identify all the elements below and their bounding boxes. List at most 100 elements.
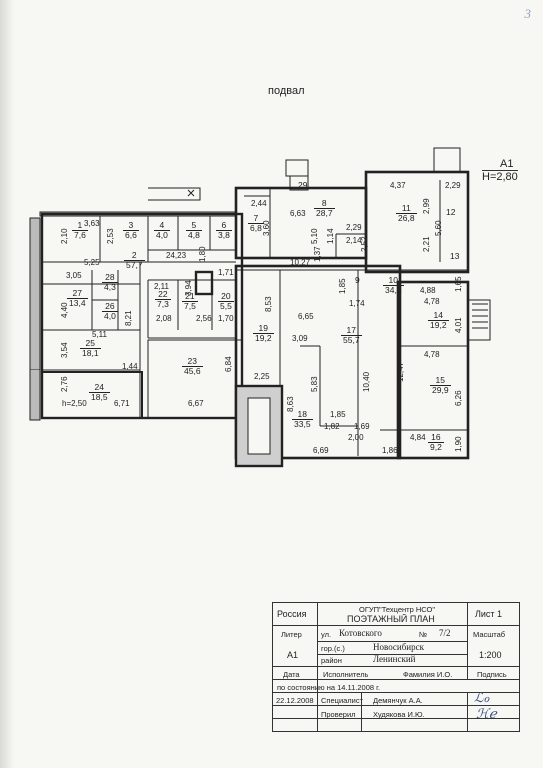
dim-label: 8,53 (264, 296, 273, 312)
stamp-street-value: Котовского (339, 628, 382, 638)
dim-label: 4,78 (424, 297, 440, 306)
dim-label: 2,21 (422, 236, 431, 252)
dim-label: 2,11 (154, 282, 169, 291)
stamp-executor-label: Исполнитель (323, 670, 369, 679)
page-edge-shadow (0, 0, 14, 768)
dim-label: 2,10 (60, 228, 69, 244)
liter-mark-height: Н=2,80 (482, 171, 518, 183)
dim-label: 2,76 (60, 376, 69, 392)
dim-label: 1,82 (324, 422, 340, 431)
stamp-number-label: № (419, 630, 428, 639)
stamp-city-label: гор.(с.) (321, 644, 345, 653)
stamp-number-value: 7/2 (439, 628, 451, 638)
east-block (396, 280, 470, 460)
dim-label: 1,69 (354, 422, 370, 431)
dim-label: 6,69 (313, 446, 329, 455)
stamp-document-title: ПОЭТАЖНЫЙ ПЛАН (347, 614, 435, 624)
dim-label: 2,52 (360, 236, 369, 252)
page-number: 3 (524, 6, 532, 21)
room-13-label: 13 (450, 251, 460, 261)
dim-label: 10,40 (362, 371, 371, 392)
west-wall (29, 217, 41, 371)
stamp-specialist-label: Специалист (321, 696, 364, 705)
stair-top-left (148, 187, 201, 201)
stamp-sheet: Лист 1 (475, 609, 503, 619)
central-block (234, 264, 402, 460)
dim-label: 5,60 (434, 220, 443, 236)
northeast-block (364, 170, 470, 274)
dim-label: 1,86 (382, 446, 398, 455)
dim-label: 2,25 (254, 372, 270, 381)
dim-label: 5,83 (310, 376, 319, 392)
dim-label: 5,11 (92, 330, 107, 339)
dim-label: 1,85 (338, 278, 347, 294)
dim-label: 24,23 (166, 251, 187, 260)
stamp-signature-label: Подпись (477, 670, 507, 679)
floor-plan-drawing (29, 147, 491, 468)
plan-title: подвал (268, 85, 305, 97)
dim-label: 2,14 (346, 236, 362, 245)
dim-label: 6,71 (114, 399, 130, 408)
dim-label: 2,29 (445, 181, 461, 190)
title-block: Россия ОГУП"Техцентр НСО" ПОЭТАЖНЫЙ ПЛАН… (272, 602, 520, 732)
dim-label: 3,63 (84, 219, 100, 228)
dim-label: 2,53 (106, 228, 115, 244)
dim-label: 4,40 (60, 302, 69, 318)
room-12-label: 12 (446, 207, 456, 217)
stamp-district-label: район (321, 656, 342, 665)
dim-label: 1,90 (454, 436, 463, 452)
liter-mark-liter: А1 (482, 158, 518, 171)
dim-label: 3,54 (60, 342, 69, 358)
stamp-liter-label: Литер (281, 630, 302, 639)
dim-label: 3,60 (262, 220, 271, 236)
dim-label: 4,88 (420, 286, 436, 295)
stamp-checked-label: Проверил (321, 710, 356, 719)
dim-label: 6,65 (298, 312, 314, 321)
stamp-street-label: ул. (321, 630, 332, 639)
dim-label: 5,10 (310, 228, 319, 244)
checker-signature: ℋℯ (476, 706, 497, 721)
dim-label: 2,00 (348, 433, 364, 442)
dim-label: 8,63 (286, 396, 295, 412)
stamp-city-value: Новосибирск (373, 642, 424, 652)
dim-label: 1,70 (218, 314, 234, 323)
dim-label: 6,26 (454, 390, 463, 406)
dim-label: 1,44 (122, 362, 138, 371)
dim-label: 12,47 (396, 361, 405, 382)
dim-label: 2,29 (346, 223, 362, 232)
stamp-name-label: Фамилия И.О. (403, 670, 453, 679)
stamp-scale-value: 1:200 (479, 650, 502, 660)
dim-label: 2,08 (156, 314, 172, 323)
dim-label: 4,84 (410, 433, 426, 442)
stamp-checked-name: Худякова И.Ю. (373, 710, 425, 719)
dim-label: 1,74 (349, 299, 365, 308)
liter-mark: А1 Н=2,80 (482, 158, 518, 183)
stamp-organization: ОГУП"Техцентр НСО" (359, 605, 436, 614)
stamp-date-label: Дата (283, 670, 300, 679)
stamp-state-line: по состоянию на 14.11.2008 г. (277, 683, 381, 692)
dim-label: 4,01 (454, 317, 463, 333)
room-9-label: 9 (355, 275, 360, 285)
dim-label: 4,37 (390, 181, 406, 190)
dim-label: 1,80 (198, 246, 207, 262)
